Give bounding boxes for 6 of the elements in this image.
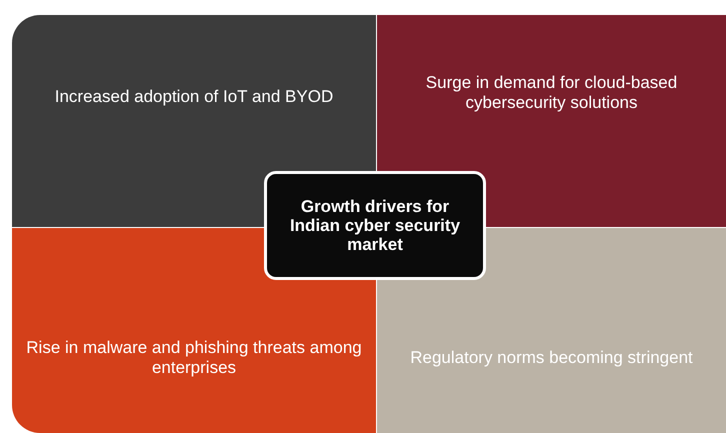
- center-title: Growth drivers for Indian cyber security market: [288, 197, 462, 254]
- center-box: [264, 171, 486, 280]
- driver-text: Rise in malware and phishing threats among enterprises: [25, 338, 363, 378]
- driver-text: Increased adoption of IoT and BYOD: [54, 87, 334, 107]
- driver-text: Surge in demand for cloud-based cybersecurity solutions: [424, 73, 678, 113]
- driver-text: Regulatory norms becoming stringent: [410, 348, 693, 368]
